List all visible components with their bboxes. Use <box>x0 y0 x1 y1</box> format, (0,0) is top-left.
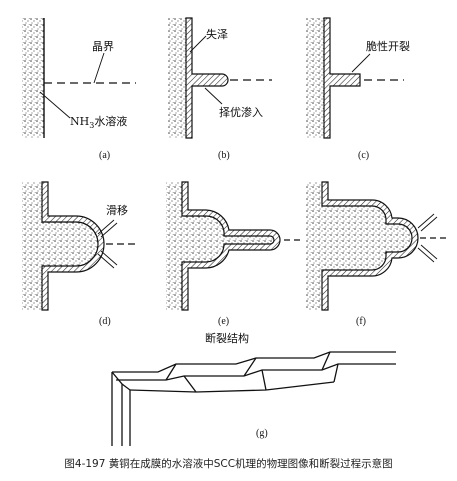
penetration-leader <box>204 87 223 105</box>
tarnish-film <box>181 181 281 311</box>
panel-g: 断裂结构 (g) <box>111 331 396 446</box>
slip-label: 滑移 <box>106 204 128 217</box>
panel-d: 滑移 (d) <box>22 181 136 327</box>
solution-region <box>166 182 274 310</box>
solution-leader <box>39 91 71 119</box>
panel-letter-a: (a) <box>99 150 110 161</box>
panel-letter-g: (g) <box>256 428 268 439</box>
fracture-structure-label: 断裂结构 <box>205 331 249 345</box>
solution-region <box>22 182 98 310</box>
panel-b: 失泽 择优渗入 (b) <box>168 17 272 161</box>
panel-letter-e: (e) <box>218 316 229 327</box>
solution-label: NH3水溶液 <box>70 114 127 130</box>
preferential-penetration-label: 择优渗入 <box>219 105 263 119</box>
tarnish-film <box>41 181 105 311</box>
panel-letter-f: (f) <box>356 316 366 327</box>
solution-region <box>168 18 186 138</box>
solution-region <box>306 18 324 138</box>
tarnish-label: 失泽 <box>206 28 228 41</box>
panel-a: 晶界 NH3水溶液 (a) <box>22 18 136 161</box>
tarnish-film <box>323 17 361 139</box>
panel-f: (f) <box>306 181 448 327</box>
panel-letter-d: (d) <box>99 316 111 327</box>
slip-lines-icon <box>97 219 118 269</box>
grain-boundary-leader <box>93 52 105 84</box>
slip-lines-icon <box>417 213 438 263</box>
panel-letter-c: (c) <box>358 150 369 161</box>
solution-region <box>22 18 44 138</box>
figure-caption: 图4-197 黄铜在成膜的水溶液中SCC机理的物理图像和断裂过程示意图 <box>64 458 393 470</box>
tarnish-leader <box>189 35 207 53</box>
panel-e: (e) <box>166 181 300 327</box>
cracking-leader <box>351 53 371 73</box>
solution-region <box>306 182 412 310</box>
tarnish-film <box>321 181 419 311</box>
fracture-surface <box>111 351 396 446</box>
brittle-cracking-label: 脆性开裂 <box>366 39 410 53</box>
tarnish-film <box>185 17 229 139</box>
panel-c: 脆性开裂 (c) <box>306 17 410 161</box>
grain-boundary-label: 晶界 <box>92 40 114 53</box>
panel-letter-b: (b) <box>218 150 230 161</box>
